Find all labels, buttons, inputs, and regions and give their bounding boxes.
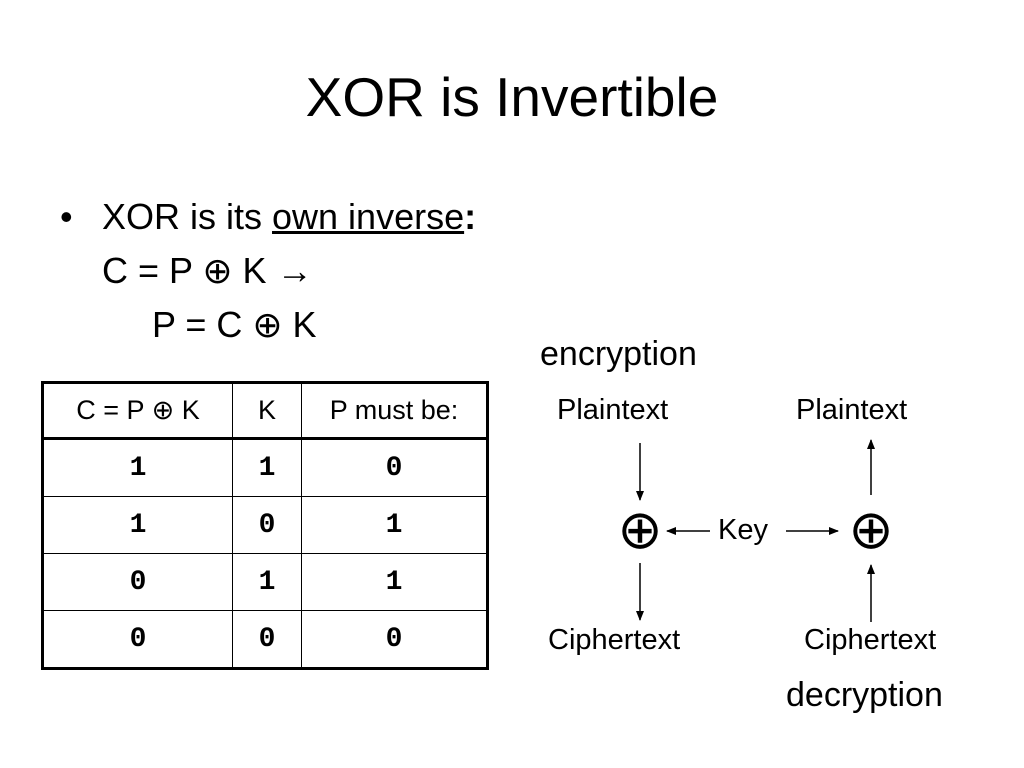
bullet-line-2: C = P ⊕ K → [102, 250, 313, 291]
table-cell: 1 [301, 553, 488, 611]
bullet-text-before: XOR is its [102, 196, 273, 237]
table-cell: 1 [301, 496, 488, 554]
slide-title: XOR is Invertible [305, 66, 719, 128]
table-cell: 1 [42, 438, 233, 497]
table-header-row: C = P ⊕ K K P must be: [42, 382, 488, 439]
table-row: 1 1 0 [42, 438, 488, 497]
table-cell: 0 [232, 610, 302, 669]
table-cell: 0 [42, 610, 233, 669]
table-header-cell: P must be: [301, 382, 488, 439]
encryption-label: encryption [540, 335, 697, 373]
bullet-line-3: P = C ⊕ K [152, 304, 317, 345]
table-row: 0 0 0 [42, 610, 488, 669]
own-inverse-text: own inverse [272, 196, 465, 237]
bullet-colon: : [464, 196, 477, 237]
table-header-cell: C = P ⊕ K [42, 382, 233, 439]
xor-encrypt-icon: ⊕ [617, 498, 663, 561]
bullet-block: • XOR is its own inverse: C = P ⊕ K → P =… [60, 190, 476, 352]
table-cell: 0 [301, 610, 488, 669]
key-label: Key [718, 514, 768, 546]
decryption-label: decryption [786, 676, 943, 714]
table-cell: 0 [42, 553, 233, 611]
plaintext-label-left: Plaintext [557, 394, 669, 426]
table-header-cell: K [232, 382, 302, 439]
ciphertext-label-right: Ciphertext [804, 624, 937, 656]
ciphertext-label-left: Ciphertext [548, 624, 681, 656]
bullet-marker: • [60, 196, 73, 237]
bullet-line-1: • XOR is its own inverse: [60, 190, 476, 244]
table-cell: 0 [232, 496, 302, 554]
plaintext-label-right: Plaintext [796, 394, 908, 426]
table-row: 1 0 1 [42, 496, 488, 554]
truth-table: C = P ⊕ K K P must be: 1 1 0 1 0 1 0 1 1… [41, 381, 489, 670]
xor-decrypt-icon: ⊕ [848, 498, 894, 561]
